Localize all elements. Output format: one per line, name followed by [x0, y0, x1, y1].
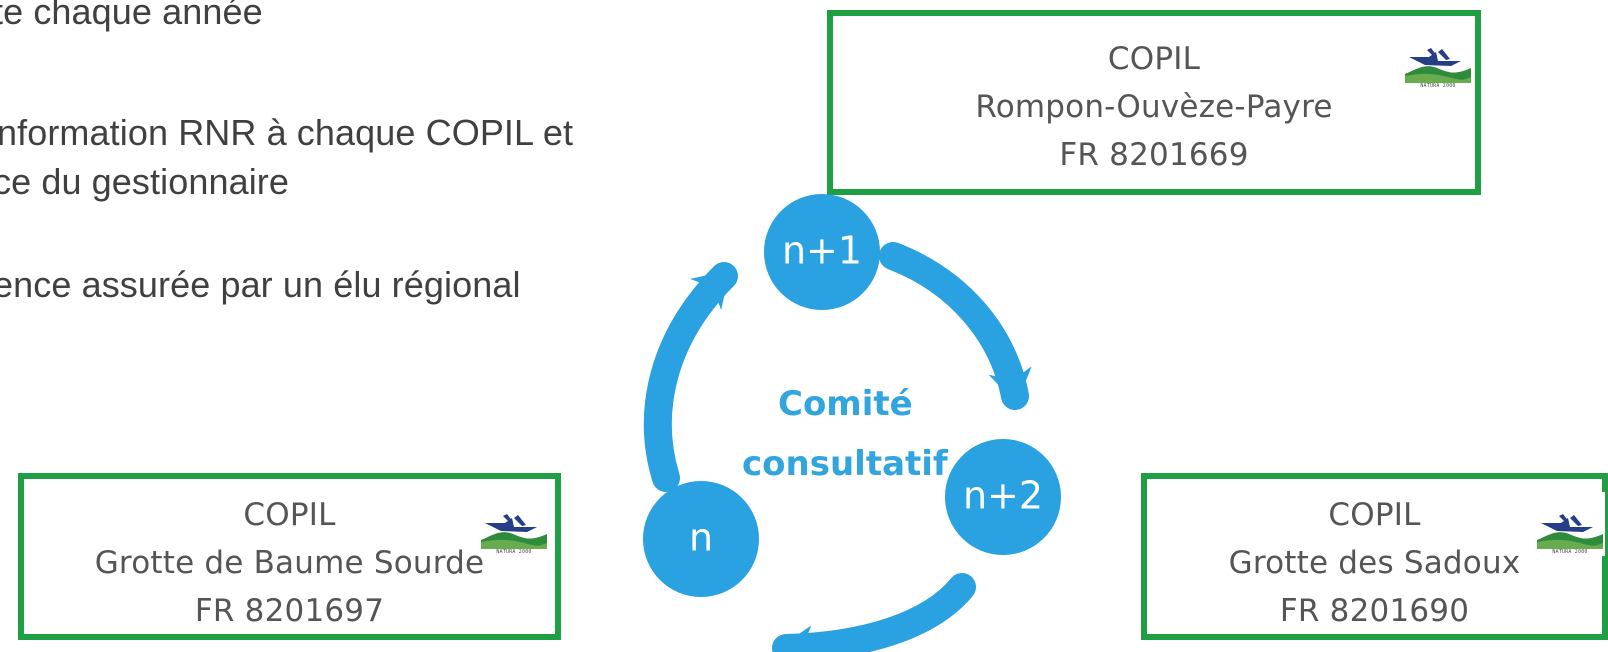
body-text-line-2: nformation RNR à chaque COPIL et — [0, 112, 574, 153]
svg-text:NATURA 2000: NATURA 2000 — [1420, 83, 1455, 89]
natura-2000-logo-icon: NATURA 2000 — [1535, 492, 1605, 556]
body-text-line-3: ce du gestionnaire — [0, 161, 290, 202]
svg-text:NATURA 2000: NATURA 2000 — [1552, 549, 1587, 555]
copil-code: FR 8201697 — [194, 593, 385, 629]
natura-2000-logo-icon: NATURA 2000 — [479, 492, 549, 556]
cycle-center-label-line-2: consultatif — [742, 444, 948, 484]
cycle-node-label-n-plus-2: n+2 — [963, 474, 1043, 518]
body-text-line-4: ence assurée par un élu régional — [0, 264, 521, 305]
copil-box-sadoux: COPIL Grotte des Sadoux FR 8201690 NATUR… — [1141, 473, 1608, 640]
body-text-line-1: te chaque année — [0, 0, 263, 32]
cycle-arrow-top-right — [879, 242, 1032, 410]
copil-name: Grotte de Baume Sourde — [94, 545, 485, 581]
cycle-node-n-plus-1 — [764, 194, 880, 310]
copil-title: COPIL — [243, 497, 336, 533]
copil-box-baume-sourde: COPIL Grotte de Baume Sourde FR 8201697 … — [18, 473, 561, 640]
cycle-node-n-plus-2 — [945, 439, 1061, 555]
natura-2000-logo-icon: NATURA 2000 — [1403, 26, 1473, 90]
cycle-node-n — [643, 481, 759, 597]
cycle-arrow-left — [643, 262, 738, 492]
cycle-center-label-line-1: Comité — [778, 384, 913, 424]
cycle-node-label-n: n — [689, 516, 713, 560]
copil-code: FR 8201669 — [1059, 137, 1249, 173]
copil-box-rompon: COPIL Rompon-Ouvèze-Payre FR 8201669 NAT… — [827, 10, 1481, 195]
copil-code: FR 8201690 — [1279, 593, 1470, 629]
svg-text:NATURA 2000: NATURA 2000 — [496, 549, 531, 555]
copil-name: Grotte des Sadoux — [1228, 545, 1521, 581]
copil-title: COPIL — [1328, 497, 1421, 533]
copil-title: COPIL — [1107, 41, 1201, 77]
cycle-node-label-n-plus-1: n+1 — [782, 229, 862, 273]
cycle-arrow-bottom — [772, 573, 976, 652]
copil-name: Rompon-Ouvèze-Payre — [975, 89, 1333, 125]
